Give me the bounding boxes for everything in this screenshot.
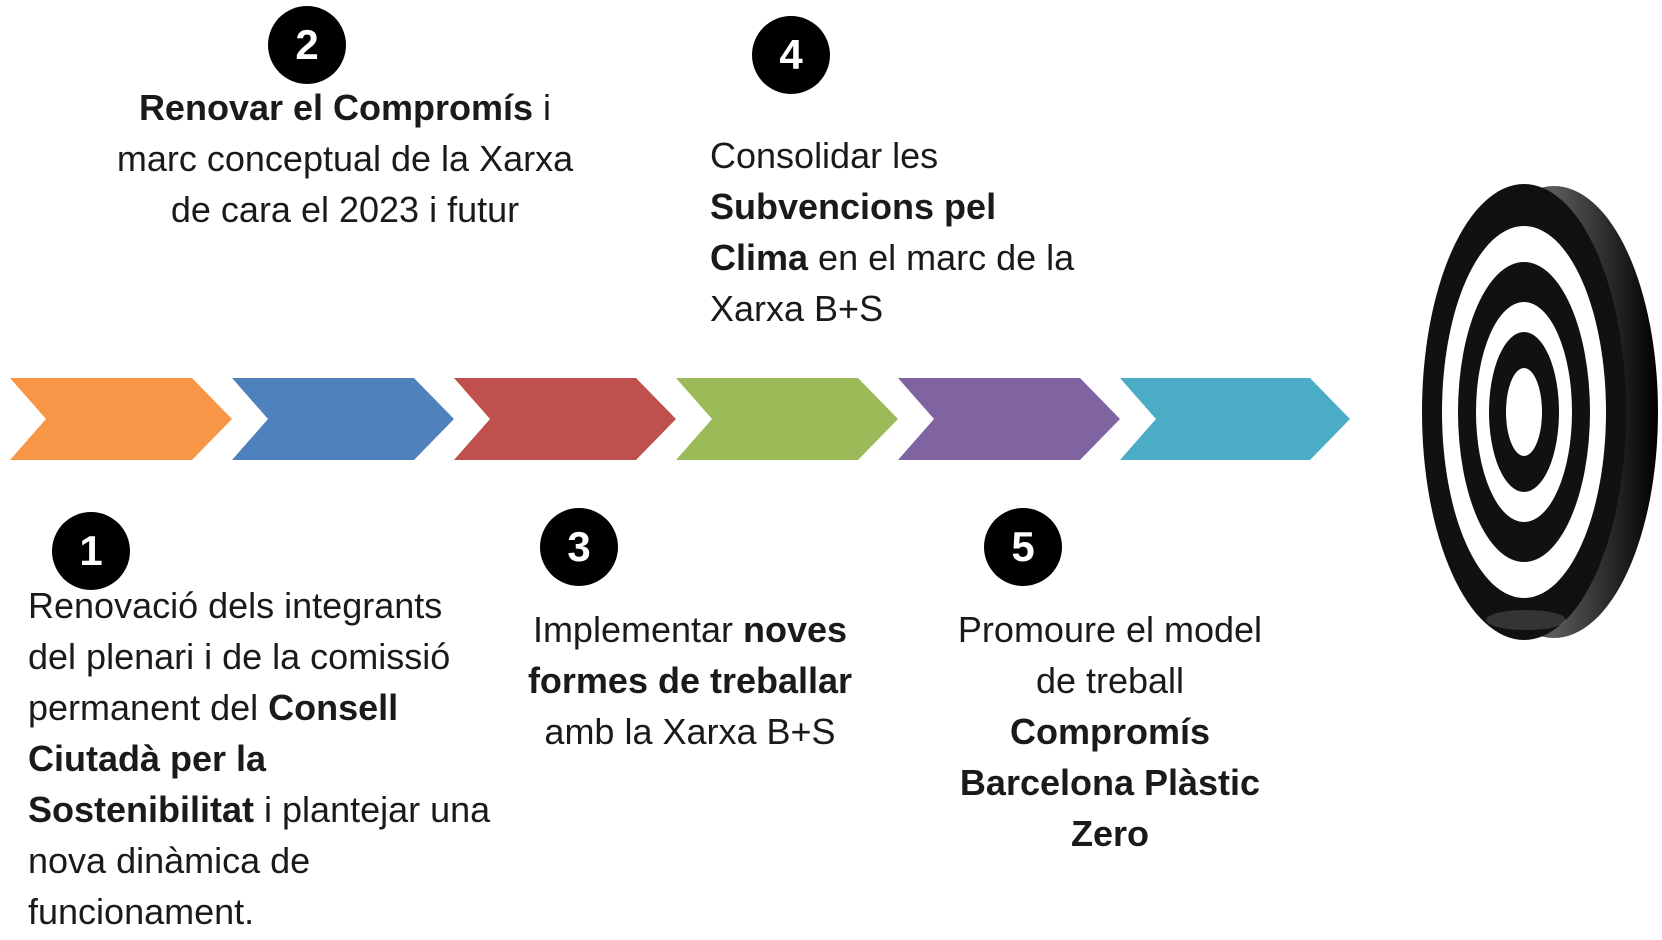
bullseye-target-icon xyxy=(1422,184,1658,640)
step-2-number-badge: 2 xyxy=(268,6,346,84)
step-3-number-badge: 3 xyxy=(540,508,618,586)
step-1-description: Renovació dels integrants del plenari i … xyxy=(28,580,498,937)
step-2-text-run: i marc conceptual de la Xarxa de cara el… xyxy=(116,87,574,230)
chevron-segment-3 xyxy=(454,378,676,460)
step-5-text-run: Compromís Barcelona Plàstic Zero xyxy=(959,711,1261,854)
step-1-text-run: Consell Ciutadà per la Sostenibilitat xyxy=(28,687,399,830)
step-2-description: Renovar el Compromís i marc conceptual d… xyxy=(95,82,595,235)
step-1-number-badge: 1 xyxy=(52,512,130,590)
step-5-description: Promoure el model de treball Compromís B… xyxy=(935,604,1285,859)
step-1-text-run: i plantejar una nova dinàmica de funcion… xyxy=(28,789,491,932)
chevron-segment-4 xyxy=(676,378,898,460)
step-4-text-run: en el marc de la Xarxa B+S xyxy=(710,237,1075,329)
step-2-text-run: Renovar el Compromís xyxy=(138,87,534,128)
step-3-description: Implementar noves formes de treballar am… xyxy=(505,604,875,757)
step-4-text-run: Subvencions pel Clima xyxy=(710,186,997,278)
step-3-text-run: amb la Xarxa B+S xyxy=(544,711,836,752)
step-5-text-run: Promoure el model de treball xyxy=(957,609,1263,701)
chevron-segment-5 xyxy=(898,378,1120,460)
chevron-segment-1 xyxy=(10,378,232,460)
step-3-text-run: Implementar xyxy=(532,609,744,650)
chevron-segment-2 xyxy=(232,378,454,460)
step-1-text-run: Renovació dels integrants del plenari i … xyxy=(28,585,451,728)
step-5-number-badge: 5 xyxy=(984,508,1062,586)
step-3-text-run: noves formes de treballar xyxy=(527,609,853,701)
step-4-number-badge: 4 xyxy=(752,16,830,94)
step-4-text-run: Consolidar les xyxy=(710,135,939,176)
chevron-segment-6 xyxy=(1120,378,1350,460)
step-4-description: Consolidar les Subvencions pel Clima en … xyxy=(710,130,1100,334)
